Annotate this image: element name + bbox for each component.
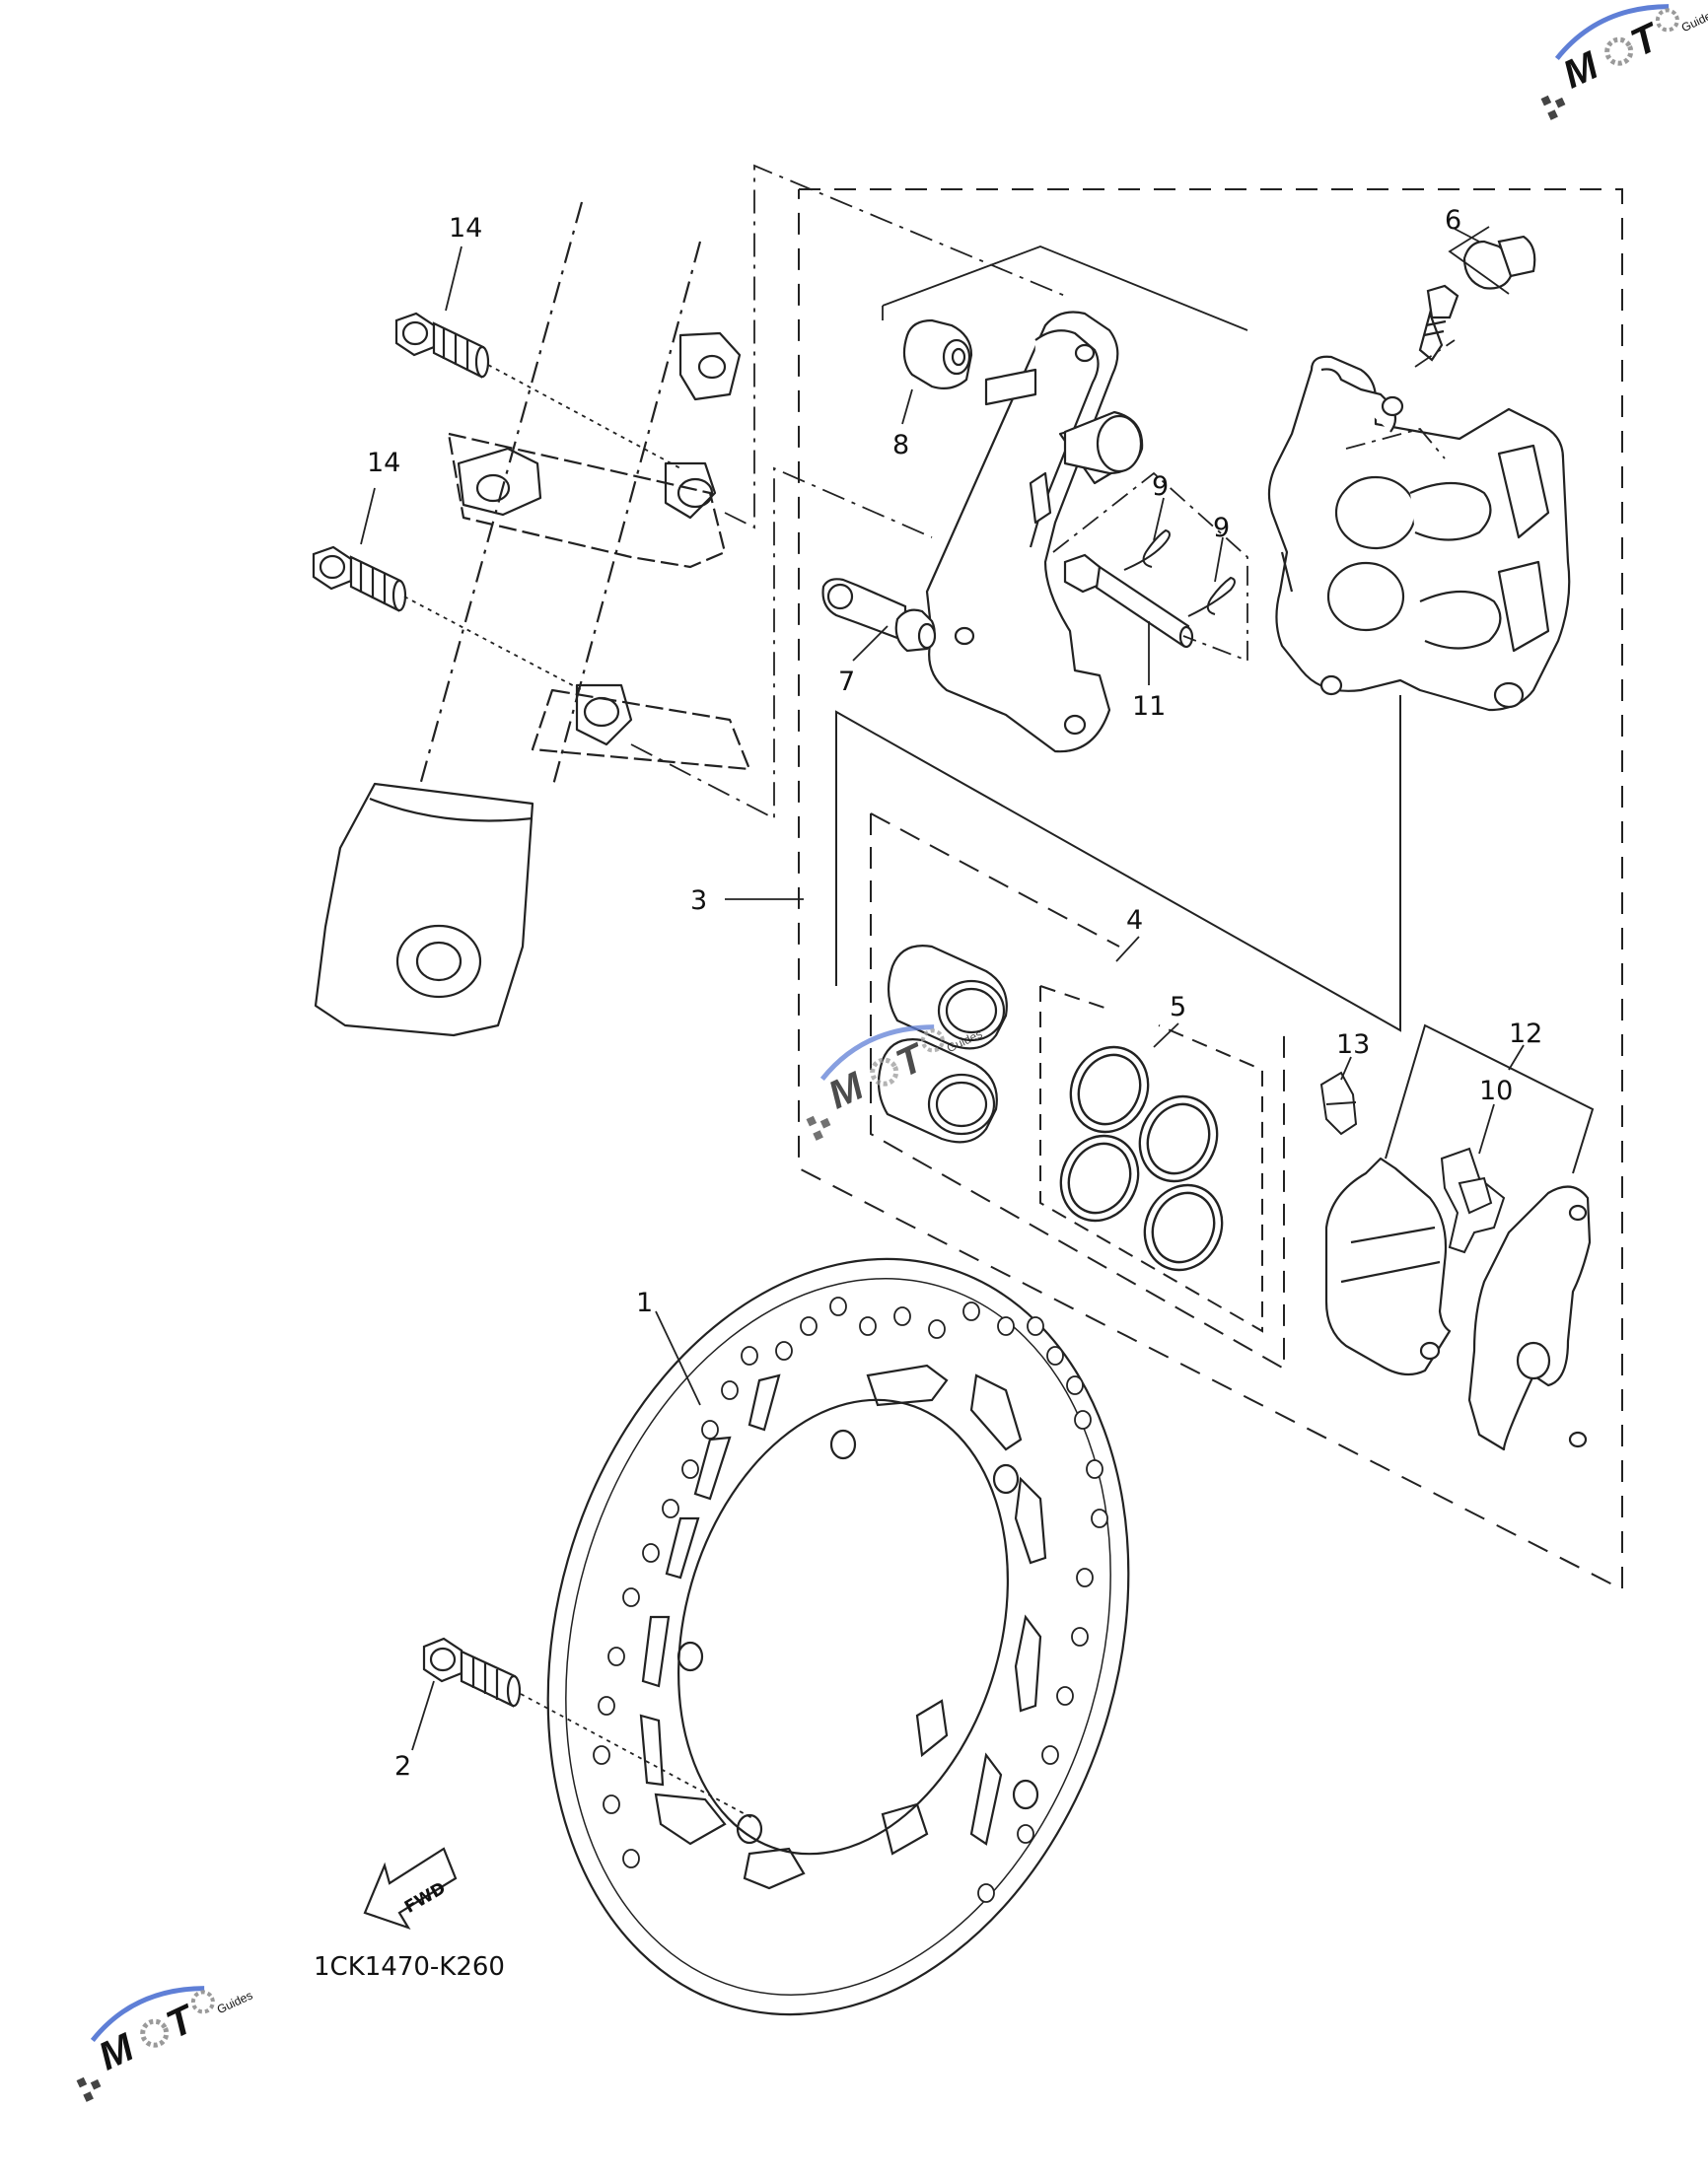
callout-10: 10 bbox=[1479, 1076, 1513, 1106]
brake-pad-right bbox=[1467, 1185, 1592, 1451]
callout-8: 8 bbox=[892, 430, 909, 460]
brake-disc-holes bbox=[593, 1297, 1108, 1903]
callout-14b: 14 bbox=[367, 448, 400, 478]
clip-part-9b bbox=[1187, 576, 1236, 617]
brake-pad-left bbox=[1324, 1157, 1452, 1376]
callout-14a: 14 bbox=[449, 213, 482, 244]
disc-bolt-leaders bbox=[411, 1680, 755, 1820]
callout-1: 1 bbox=[636, 1288, 653, 1318]
callout-leaders bbox=[655, 228, 1525, 1406]
callout-13: 13 bbox=[1336, 1029, 1370, 1060]
caliper-assembly-outline bbox=[798, 188, 1623, 1591]
caliper-body bbox=[1267, 355, 1571, 712]
caliper-sub-frame bbox=[835, 695, 1401, 1032]
pad-group-frame-12 bbox=[1385, 1023, 1595, 1174]
callout-3: 3 bbox=[690, 885, 707, 916]
callout-11: 11 bbox=[1132, 691, 1166, 722]
disc-bolt-part-2 bbox=[422, 1637, 522, 1708]
pad-spring-part-13 bbox=[1319, 1071, 1358, 1136]
fork-bolt-upper bbox=[394, 312, 490, 379]
callout-2: 2 bbox=[394, 1751, 411, 1782]
watermark-logo-bottom-left: Guides bbox=[58, 1958, 254, 2102]
brake-disc-part-1 bbox=[546, 1257, 1130, 2016]
piston-group-frame-4 bbox=[870, 812, 1285, 1371]
watermark-sub-top: Guides bbox=[1679, 6, 1708, 35]
seal-group-frame-5 bbox=[1039, 985, 1263, 1333]
piston-upper bbox=[887, 945, 1008, 1050]
watermark-sub-bottom: Guides bbox=[215, 1988, 254, 2016]
fork-leg bbox=[314, 201, 751, 1037]
pad-pin-part-11 bbox=[1063, 553, 1194, 649]
caliper-bracket bbox=[925, 311, 1144, 753]
callout-9b: 9 bbox=[1213, 513, 1230, 543]
callout-4: 4 bbox=[1126, 905, 1143, 936]
bleed-screw-part-6 bbox=[1418, 235, 1536, 362]
boot-part-8 bbox=[902, 318, 973, 389]
mount-guide-lines bbox=[630, 164, 1066, 820]
caliper-guide-lines bbox=[1345, 339, 1456, 459]
callout-9a: 9 bbox=[1152, 471, 1169, 502]
callout-labels: 1 2 3 4 5 6 7 8 9 9 10 11 12 13 14 14 bbox=[367, 205, 1542, 1782]
fork-bolt-lower bbox=[312, 545, 407, 612]
callout-12: 12 bbox=[1509, 1019, 1542, 1049]
fork-bolt-leaders bbox=[360, 246, 681, 691]
pin-group-frame bbox=[1052, 471, 1248, 663]
fwd-arrow-icon bbox=[363, 1847, 458, 1931]
bracket-group-frame bbox=[882, 246, 1248, 331]
callout-7: 7 bbox=[838, 667, 855, 697]
clip-part-9a bbox=[1123, 528, 1171, 571]
watermark-logo-top-right: Guides bbox=[1523, 0, 1708, 120]
callout-6: 6 bbox=[1445, 205, 1461, 236]
diagram-code: 1CK1470-K260 bbox=[314, 1952, 505, 1982]
callout-5: 5 bbox=[1170, 992, 1186, 1022]
pad-shim-part-10 bbox=[1440, 1147, 1506, 1254]
piston-seals bbox=[1059, 1045, 1224, 1272]
slide-pin-part-7 bbox=[821, 578, 937, 653]
bleed-screw-frame bbox=[1448, 226, 1510, 295]
